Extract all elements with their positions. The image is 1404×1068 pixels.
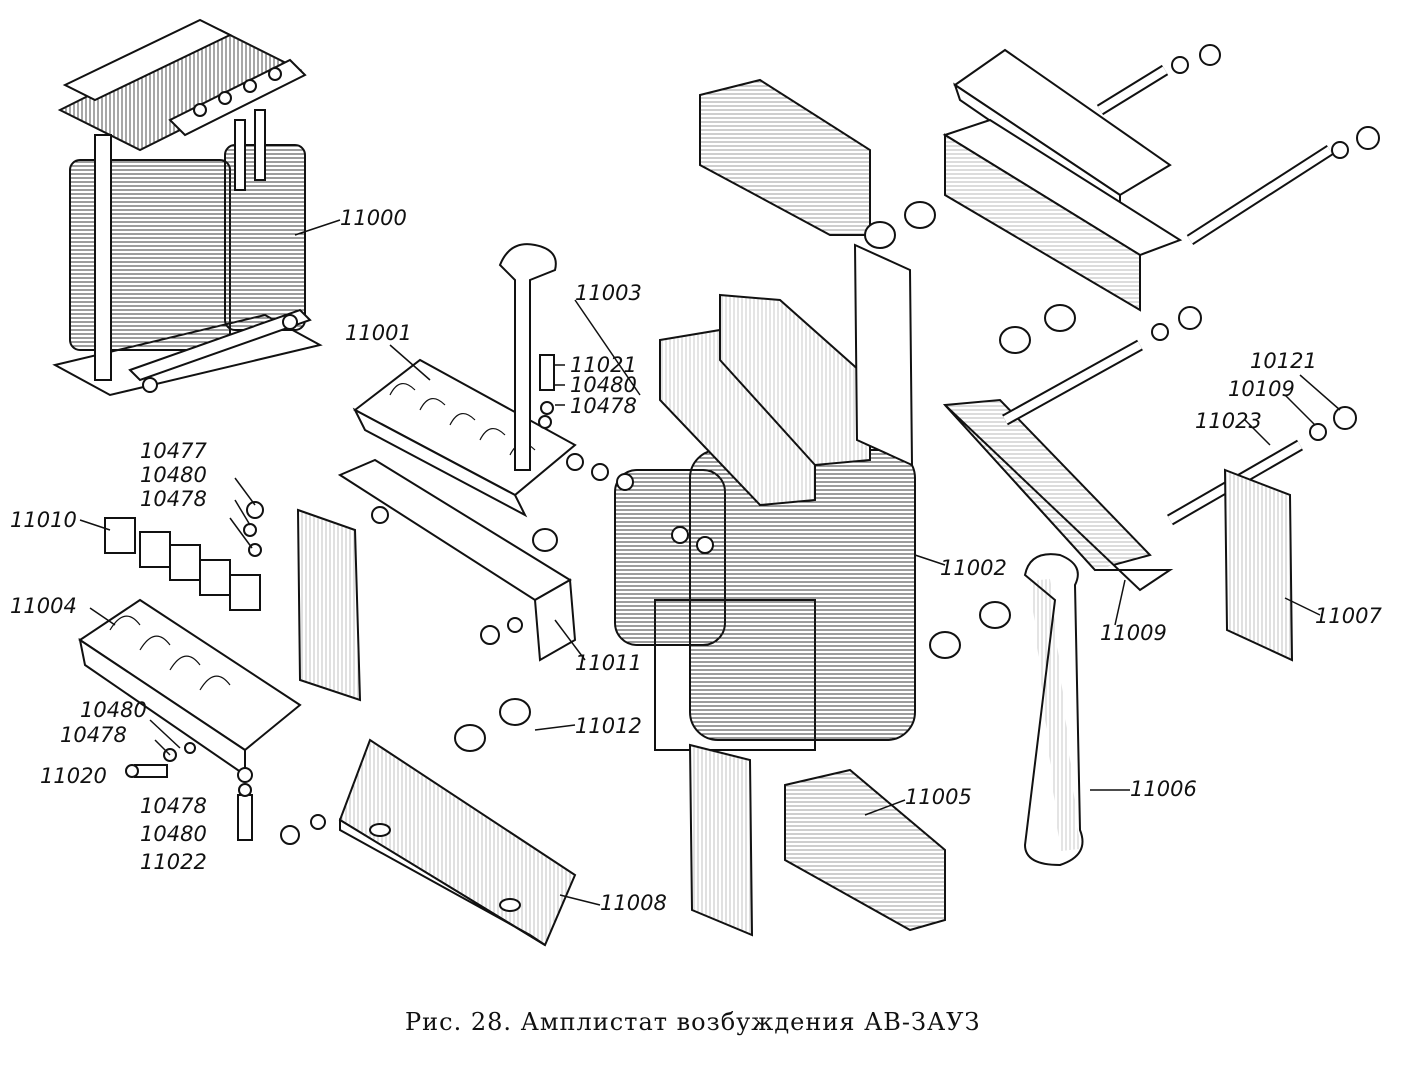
label-10477: 10477 <box>140 439 207 463</box>
nuts-washers <box>163 44 1380 845</box>
angle-bracket-11008 <box>338 738 577 947</box>
strap-11006 <box>1023 553 1084 867</box>
label-11003: 11003 <box>575 281 642 305</box>
label-11008: 11008 <box>600 891 667 915</box>
label-11020: 11020 <box>40 764 107 788</box>
label-11021: 11021 <box>570 353 637 377</box>
insulating-plate-rear <box>853 243 914 467</box>
label-11023: 11023 <box>1195 409 1262 433</box>
part-labels: 11000 11001 11003 11021 10480 10478 1047… <box>10 206 1382 915</box>
label-11012: 11012 <box>575 714 642 738</box>
bracket-11011 <box>337 458 577 662</box>
label-11007: 11007 <box>1315 604 1382 628</box>
main-coil-assembly-11002 <box>566 293 916 751</box>
label-10480-bottom: 10480 <box>140 822 207 846</box>
insulating-plate-11007 <box>1223 468 1294 662</box>
label-10480-lower: 10480 <box>80 698 147 722</box>
label-10121: 10121 <box>1250 349 1317 373</box>
leader-lines <box>79 219 1341 906</box>
label-10478-bottom: 10478 <box>140 794 207 818</box>
label-11001: 11001 <box>345 321 412 345</box>
screws <box>125 354 555 841</box>
label-11005: 11005 <box>905 785 972 809</box>
label-11006: 11006 <box>1130 777 1197 801</box>
label-10480-top: 10480 <box>570 373 637 397</box>
label-11002: 11002 <box>940 556 1007 580</box>
clips-11010 <box>104 517 261 611</box>
label-10478-lower: 10478 <box>60 723 127 747</box>
label-10478-left: 10478 <box>140 487 207 511</box>
label-10480-left: 10480 <box>140 463 207 487</box>
label-11010: 11010 <box>10 508 77 532</box>
bracket-11009 <box>942 398 1174 592</box>
label-11004: 11004 <box>10 594 77 618</box>
label-11022: 11022 <box>140 850 207 874</box>
angle-bracket-upper <box>942 118 1183 312</box>
core-block-upper <box>699 78 871 236</box>
label-10109: 10109 <box>1228 377 1295 401</box>
label-11011: 11011 <box>575 651 642 675</box>
strap-upper <box>498 243 557 471</box>
insulating-plate-left <box>296 508 362 702</box>
core-block-11005 <box>784 768 946 932</box>
bushings <box>454 201 1076 752</box>
label-10478-top: 10478 <box>570 394 637 418</box>
label-11009: 11009 <box>1100 621 1167 645</box>
figure-caption: Рис. 28. Амплистат возбуждения АВ-ЗАУЗ <box>405 1008 980 1036</box>
assembled-amplistat-drawing <box>52 18 323 397</box>
label-11000: 11000 <box>340 206 407 230</box>
insulating-plate-lower <box>688 743 754 937</box>
